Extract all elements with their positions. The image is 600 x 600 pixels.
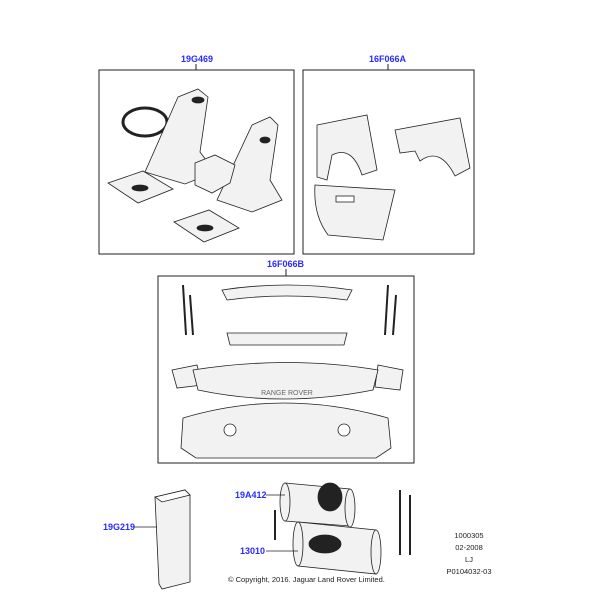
drawing-metadata: 1000305 02-2008 LJ P0104032-03	[424, 530, 514, 578]
roll-stand-illustration	[266, 482, 411, 575]
bumper-illustration	[171, 284, 404, 459]
wheel-arch-illustration	[314, 114, 471, 241]
part-label-wheel-arch-covers[interactable]: 16F066A	[369, 54, 407, 64]
part-label-bumper-protection[interactable]: 16F066B	[267, 259, 305, 269]
part-label-roll-lower[interactable]: 13010	[240, 546, 266, 556]
part-label-roll-upper[interactable]: 19A412	[235, 490, 267, 500]
seat-cover-illustration	[107, 88, 283, 243]
meta-reference: P0104032-03	[446, 567, 492, 576]
meta-code: LJ	[465, 555, 473, 564]
part-label-pouch[interactable]: 19G219	[103, 522, 136, 532]
meta-number: 1000305	[454, 531, 484, 540]
part-label-seat-covers[interactable]: 19G469	[181, 54, 214, 64]
meta-date: 02-2008	[455, 543, 483, 552]
copyright-text: © Copyright, 2016. Jaguar Land Rover Lim…	[228, 575, 385, 584]
bumper-text: RANGE ROVER	[261, 390, 313, 397]
pouch-illustration	[131, 489, 191, 590]
